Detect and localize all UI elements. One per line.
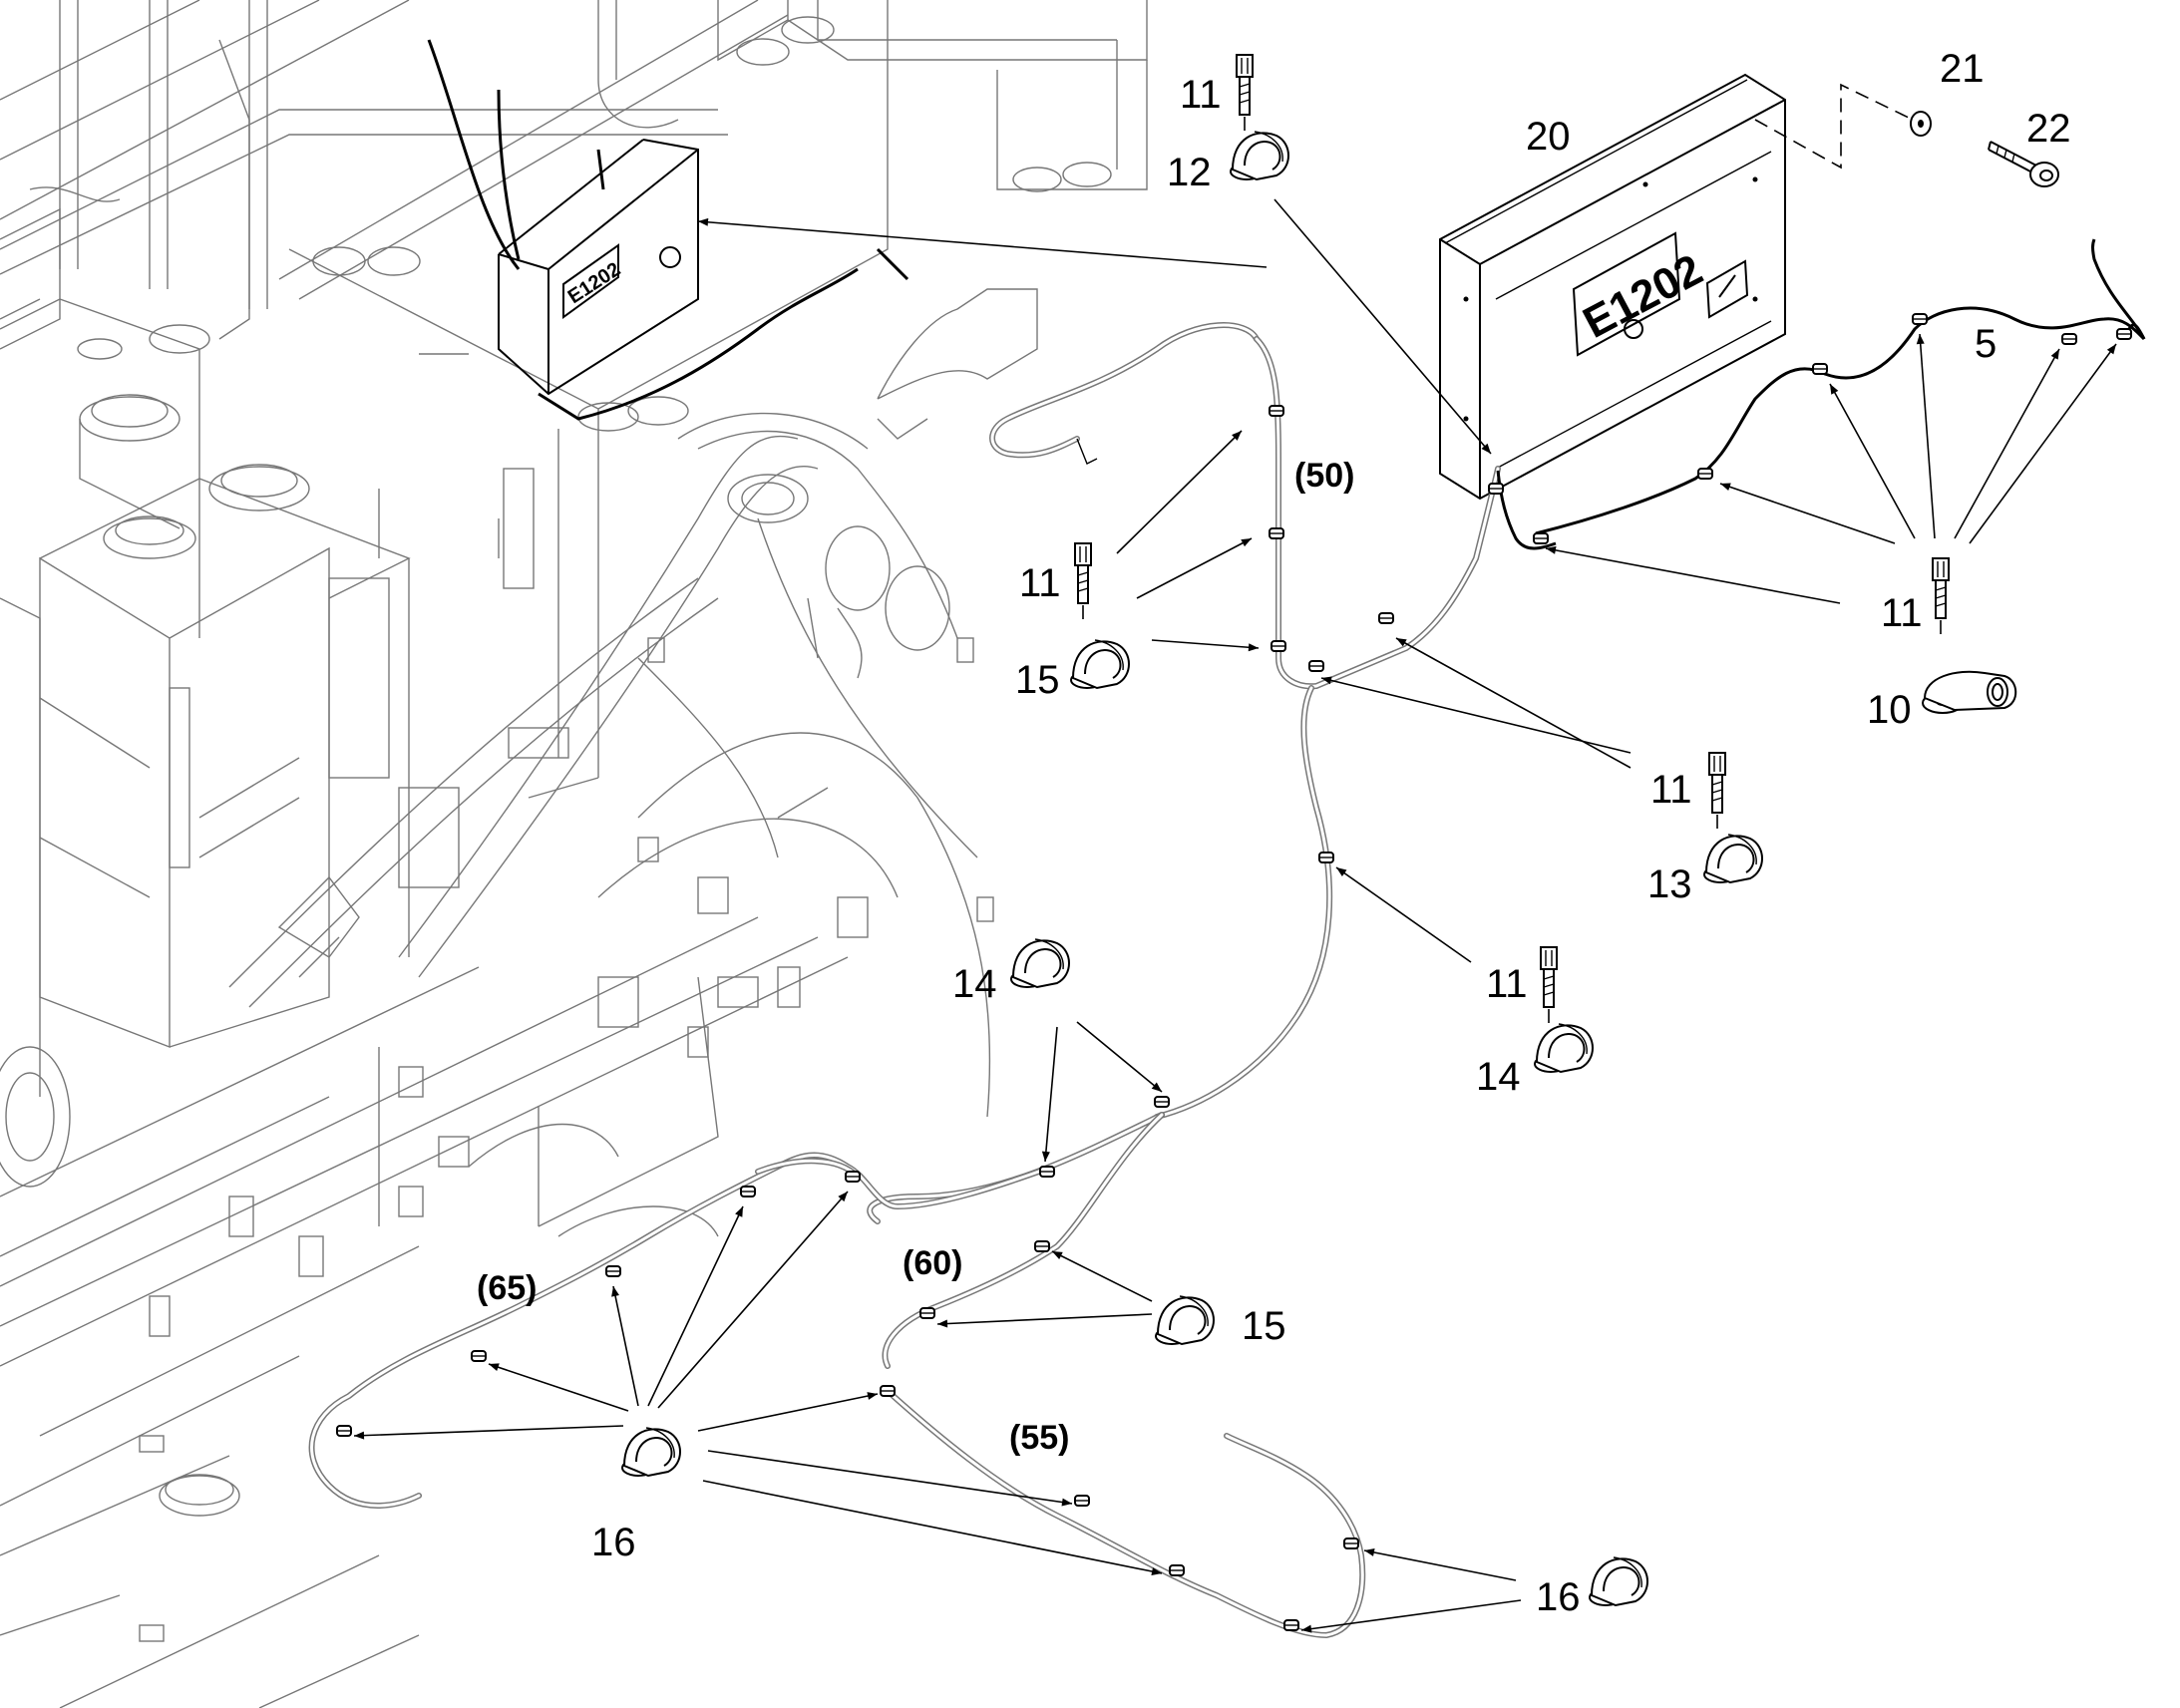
callout-5: 5 (1975, 322, 1997, 366)
clamp-15-upper (1070, 639, 1130, 689)
callout-16-right: 16 (1536, 1575, 1581, 1619)
enclosure-label-plate (1572, 231, 1681, 357)
bolt-11-right (1932, 557, 1950, 643)
battery-cabinets (0, 298, 411, 1097)
bolt-11-left (1074, 542, 1092, 628)
bolt-11-mid (1708, 752, 1726, 838)
chassis-rails (0, 916, 849, 1708)
harness-label-50: (50) (1294, 457, 1354, 495)
loose-hardware (621, 54, 2017, 1606)
bolt-11-lower (1540, 946, 1558, 1032)
harness-60-65-55-cables (308, 685, 1366, 1639)
callout-20: 20 (1526, 115, 1571, 159)
top-channel-frame (278, 0, 1148, 799)
callout-10: 10 (1867, 688, 1912, 732)
callout-11-left: 11 (1019, 561, 1061, 605)
electrical-enclosure-20: E1202 (1439, 73, 1786, 501)
harness-label-60: (60) (903, 1244, 962, 1282)
callout-11-lower: 11 (1486, 962, 1528, 1006)
harness-group-labels: (50) (65) (60) (55) (477, 457, 1354, 1457)
enclosure-installed-view: E1202 (427, 39, 909, 421)
pipe-assembly (597, 0, 1038, 440)
harness-label-65: (65) (477, 1269, 537, 1307)
callout-21: 21 (1940, 47, 1985, 91)
callout-12: 12 (1167, 151, 1212, 194)
boom-arms (228, 412, 991, 1237)
clamp-16-right (1589, 1556, 1648, 1606)
clamp-12 (1230, 131, 1289, 180)
mounting-hardware (1754, 83, 2059, 187)
callout-14-upper: 14 (952, 962, 997, 1006)
callout-22: 22 (2026, 107, 2071, 151)
frame-tabs (139, 637, 994, 1642)
callout-11-top: 11 (1180, 73, 1222, 117)
clamp-15-lower (1155, 1295, 1215, 1345)
callout-11-mid: 11 (1650, 768, 1692, 812)
clamp-13 (1703, 834, 1763, 883)
callout-16-left: 16 (591, 1521, 636, 1564)
callout-15-lower: 15 (1242, 1304, 1286, 1348)
clamp-16-left (621, 1427, 681, 1477)
bolt-11-top (1236, 54, 1254, 140)
callout-15-upper: 15 (1015, 658, 1060, 702)
upper-rack-frame (0, 0, 728, 360)
harness-label-55: (55) (1009, 1419, 1069, 1457)
callout-14-lower: 14 (1476, 1055, 1521, 1099)
harness-clips (336, 313, 2132, 1631)
callout-13: 13 (1647, 862, 1692, 906)
installed-enclosure-label: E1202 (564, 258, 624, 308)
harness-50-cable (989, 322, 1501, 690)
disconnect-switch (1705, 259, 1749, 319)
machine-frame-background (0, 0, 1148, 1708)
clamp-14-upper (1010, 938, 1070, 988)
callout-labels: 11 12 20 21 22 5 11 15 11 10 11 13 14 11… (591, 47, 2071, 1619)
enclosure-port (1624, 319, 1643, 339)
callout-11-right: 11 (1881, 591, 1923, 635)
leader-lines (353, 198, 2117, 1633)
clamp-10 (1922, 670, 2017, 714)
clamp-14-lower (1534, 1023, 1594, 1073)
